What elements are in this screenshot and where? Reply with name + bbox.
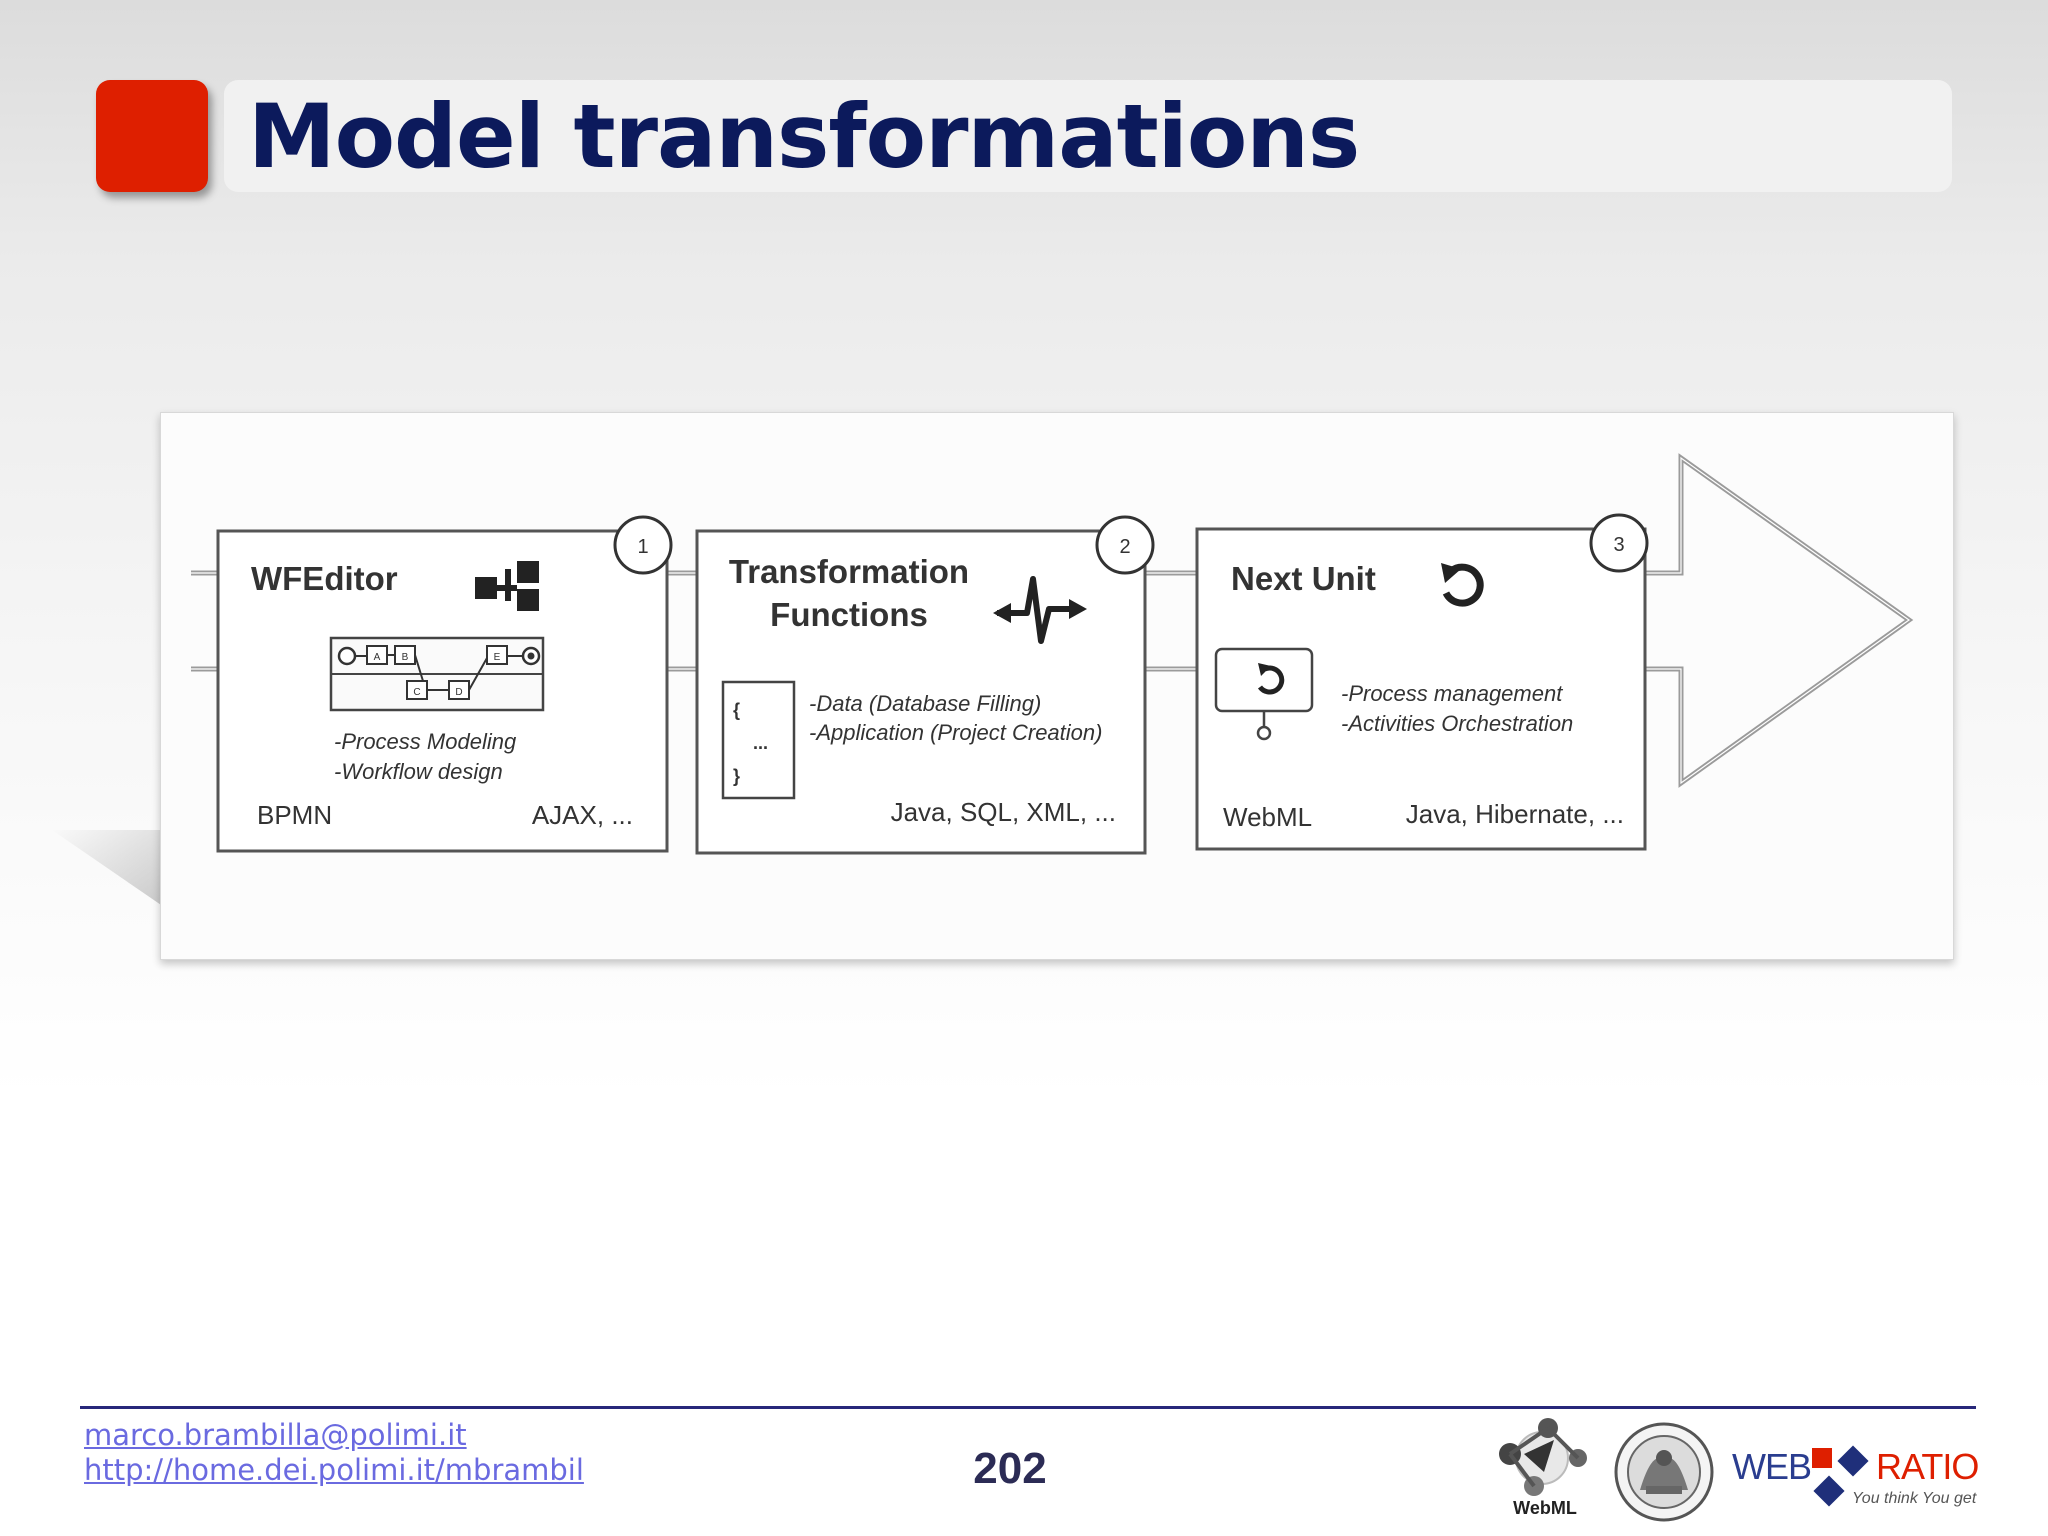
step-number-badge [1095, 515, 1155, 575]
step-bullet: -Process management [1341, 681, 1563, 706]
step-left-label: WebML [1223, 802, 1312, 832]
step-bullet: -Workflow design [334, 759, 503, 784]
mini-label: A [374, 652, 381, 663]
page-number: 202 [973, 1444, 1047, 1493]
mini-label: C [413, 687, 420, 698]
mini-label: D [455, 687, 462, 698]
waveform-arrow-icon [993, 576, 1087, 644]
title-accent-square [96, 80, 208, 192]
step-number: 3 [1613, 534, 1624, 556]
code-block-icon: { ... } [721, 680, 796, 800]
step-title: Next Unit [1231, 560, 1376, 597]
step-right-label: Java, Hibernate, ... [1406, 799, 1624, 829]
webratio-tagline: You think You get [1852, 1490, 1977, 1507]
step-bullet: -Data (Database Filling) [809, 691, 1041, 716]
step-number-badge [613, 515, 673, 575]
webratio-ratio-text: RATIO [1876, 1446, 1979, 1487]
step-right-label: AJAX, ... [532, 800, 633, 830]
footer-email-link[interactable]: marco.brambilla@polimi.it [84, 1418, 467, 1452]
step-number: 1 [637, 536, 648, 558]
webratio-mark [1812, 1445, 1869, 1507]
step-bullet: -Application (Project Creation) [809, 720, 1102, 745]
step-right-label: Java, SQL, XML, ... [891, 797, 1116, 827]
webratio-web-text: WEB [1732, 1446, 1812, 1487]
mini-label: B [402, 652, 409, 663]
step-next-unit: 3 Next Unit -Process management -Activit… [1195, 513, 1649, 851]
process-arrow-highlight [191, 456, 1911, 785]
page-title: Model transformations [248, 85, 1360, 188]
workflow-thumbnail: A B C D E [329, 636, 545, 712]
diagram-canvas: 1 WFEditor [191, 453, 1914, 855]
step-title-line1: Transformation [729, 553, 969, 590]
hierarchy-icon [475, 561, 539, 611]
step-bullet: -Activities Orchestration [1341, 711, 1573, 736]
step-number: 2 [1119, 536, 1130, 558]
step-wfeditor: 1 WFEditor [216, 515, 673, 853]
refresh-icon [1441, 563, 1484, 607]
title-bar [224, 80, 1952, 192]
code-line: ... [753, 733, 768, 753]
footer-url-link[interactable]: http://home.dei.polimi.it/mbrambil [84, 1453, 584, 1487]
step-title-line2: Functions [770, 596, 928, 633]
webml-logo-label: WebML [1513, 1498, 1577, 1518]
code-line: { [733, 700, 740, 720]
politecnico-seal [1614, 1422, 1714, 1522]
step-bullet: -Process Modeling [334, 729, 517, 754]
step-transformation-functions: 2 Transformation Functions { ... } -Data… [695, 515, 1155, 855]
footer-divider [80, 1406, 1976, 1409]
mini-label: E [494, 652, 501, 663]
code-line: } [733, 766, 740, 786]
unit-node-icon [1214, 647, 1314, 741]
step-number-badge [1589, 513, 1649, 573]
process-diagram: 1 WFEditor [160, 412, 1954, 960]
webml-logo [1499, 1418, 1587, 1496]
step-title: WFEditor [251, 560, 398, 597]
step-left-label: BPMN [257, 800, 332, 830]
